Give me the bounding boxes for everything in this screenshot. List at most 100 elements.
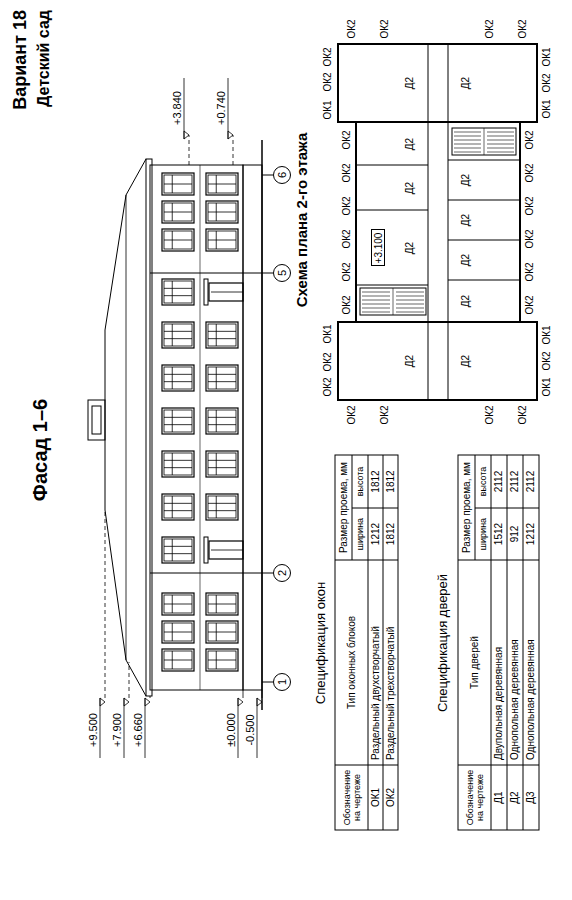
facade-windows-part (208, 240, 236, 241)
spec-table-grid-part (458, 765, 539, 766)
facade-windows-part (162, 408, 194, 434)
facade-windows-part (206, 322, 238, 348)
table-cell: 2112 (525, 471, 537, 493)
facade-part (88, 400, 105, 440)
level-mark: +7.900 (111, 713, 124, 747)
facade-windows-part (208, 184, 236, 185)
facade-windows-part (208, 175, 236, 193)
facade-windows-part (164, 324, 192, 346)
level-mark: +3.840 (171, 91, 184, 125)
level-marks (100, 78, 262, 758)
facade-windows-part (162, 365, 194, 391)
level-marks-part (262, 690, 263, 698)
facade-windows-part (208, 417, 236, 418)
stair-treads-part (393, 288, 394, 315)
facade-part (92, 406, 101, 434)
table-cell: 912 (509, 526, 521, 543)
floor-plan-part (356, 165, 428, 166)
facade-windows-part (208, 410, 236, 432)
sheet-title: Вариант 18 (10, 10, 31, 110)
spec-table-grid-part (368, 455, 369, 830)
facade-part (262, 175, 273, 176)
floor-plan (338, 44, 537, 400)
facade-windows-part (164, 460, 192, 461)
table-cell: ОК1 (370, 788, 382, 807)
facade-part (126, 195, 127, 660)
facade-windows-part (164, 410, 192, 432)
facade-windows-part (164, 184, 192, 185)
facade-windows-part (164, 510, 192, 511)
plan-opening-mark: ОК1 (322, 100, 334, 119)
floor-plan-part (452, 128, 516, 155)
stair-treads-part (454, 144, 481, 145)
facade-windows-part (211, 292, 243, 293)
facade-windows-part (216, 367, 217, 389)
node-text: 1 (276, 679, 288, 685)
facade-windows-part (206, 593, 238, 615)
level-marks-part (150, 696, 151, 698)
plan-opening-mark: ОК2 (322, 377, 334, 396)
facade-windows-part (216, 324, 217, 346)
facade-windows-part (216, 595, 217, 613)
facade-windows-part (164, 240, 192, 241)
facade-part (262, 273, 273, 274)
table-cell: Тип дверей (469, 636, 481, 689)
facade-windows-part (164, 424, 192, 425)
facade-windows-part (164, 453, 192, 475)
plan-opening-mark: ОК1 (541, 325, 553, 344)
facade-windows-part (164, 660, 192, 661)
facade-windows-part (206, 649, 238, 671)
facade-part (150, 165, 243, 690)
facade-windows-part (162, 593, 194, 615)
facade-part (105, 159, 146, 696)
facade-windows-part (208, 231, 236, 249)
facade-windows-part (208, 604, 236, 605)
node-text: +3.100 (373, 233, 384, 264)
floor-plan-part (448, 280, 520, 281)
table-cell: Тип оконных блоков (346, 616, 358, 709)
facade-windows-part (172, 651, 173, 669)
stair-treads-part (487, 148, 514, 149)
plan-opening-mark: ОК1 (322, 324, 334, 343)
table-cell: высота (478, 467, 488, 497)
plan-opening-mark: ОК2 (341, 163, 353, 182)
plan-opening-mark: Д2 (404, 77, 416, 89)
facade-part (243, 165, 262, 690)
facade-windows-part (208, 367, 236, 389)
level-marks-part (124, 698, 125, 758)
plan-opening-mark: ОК2 (322, 47, 334, 66)
plan-opening-mark: ОК2 (379, 19, 391, 38)
facade-windows-part (216, 203, 217, 221)
plan-opening-mark: ОК2 (524, 295, 536, 314)
level-marks-part (145, 698, 150, 706)
table-cell: Обозначение на чертеже (341, 767, 362, 829)
node-text: 2 (276, 570, 288, 576)
facade-windows-part (208, 374, 236, 375)
facade-windows-part (164, 632, 192, 633)
level-mark: -0.500 (244, 714, 257, 745)
facade-windows-part (172, 231, 173, 249)
facade-windows-part (208, 496, 236, 518)
table-cell: Д3 (525, 791, 537, 803)
stair-treads-part (362, 292, 390, 293)
floor-plan-part (448, 200, 520, 201)
node-text: 5 (276, 270, 288, 276)
spec-table-grid-part (335, 765, 398, 766)
spec-table-grid-part (491, 455, 492, 830)
spec-table-grid-part (458, 560, 539, 561)
level-marks-part (184, 131, 189, 139)
facade-windows-part (164, 623, 192, 641)
spec-table-grid-part (507, 455, 508, 830)
facade-windows-part (216, 651, 217, 669)
plan-opening-mark: ОК2 (346, 19, 358, 38)
facade-windows-part (164, 503, 192, 504)
facade-windows-part (208, 660, 236, 661)
floor-plan-part (448, 160, 520, 161)
facade-windows-part (206, 408, 238, 434)
facade-windows-part (164, 295, 192, 296)
facade-windows-part (164, 651, 192, 669)
facade-windows-part (216, 623, 217, 641)
facade-windows-part (164, 367, 192, 389)
stair-treads-part (396, 296, 424, 297)
